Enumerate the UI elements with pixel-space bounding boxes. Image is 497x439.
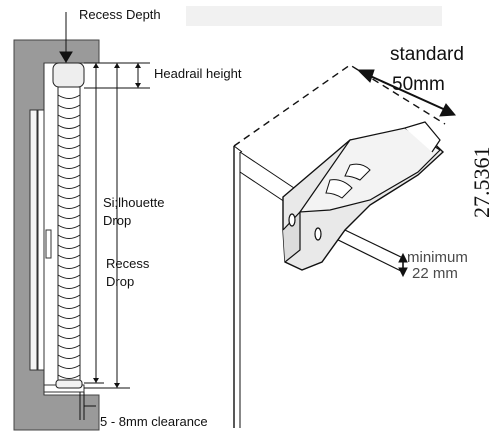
window-frame-outer — [29, 109, 38, 371]
headrail-tube — [239, 151, 301, 193]
label-minimum-2: 22 mm — [412, 265, 458, 282]
bracket-screw-hole-1 — [288, 213, 296, 227]
label-standard-1: standard — [390, 44, 464, 65]
bracket-clip — [404, 121, 441, 153]
label-standard-2: 50mm — [392, 74, 445, 95]
label-clearance: 5 - 8mm clearance — [100, 414, 208, 429]
recess-outline-dashed — [233, 64, 446, 147]
label-vertical-number: 27.5361 — [469, 146, 494, 219]
blind-fabric — [57, 86, 81, 386]
label-silhouette-drop-1: Si;lhouette — [103, 195, 165, 210]
recess-section — [13, 39, 100, 431]
bracket-view — [233, 64, 446, 428]
clearance-marker — [79, 392, 96, 420]
window-latch — [45, 229, 52, 259]
headrail — [52, 62, 85, 88]
bracket-screw-hole-2 — [314, 227, 322, 241]
label-recess-drop-1: Recess — [106, 256, 150, 271]
label-recess-depth: Recess Depth — [79, 7, 161, 22]
blind-vanes — [57, 94, 81, 379]
standard-arrow — [356, 69, 457, 117]
label-headrail-height: Headrail height — [154, 66, 242, 81]
recess-depth-arrow — [59, 12, 73, 63]
wall-block — [13, 39, 100, 431]
label-recess-drop-2: Drop — [106, 274, 135, 289]
window-frame-inner — [37, 109, 45, 371]
label-silhouette-drop-2: Drop — [103, 213, 132, 228]
bottom-rail — [55, 379, 83, 389]
header-shade-bar — [186, 6, 442, 26]
minimum-arrow — [398, 252, 408, 278]
measure-arrowheads — [93, 63, 141, 388]
label-minimum-1: minimum — [407, 249, 468, 266]
